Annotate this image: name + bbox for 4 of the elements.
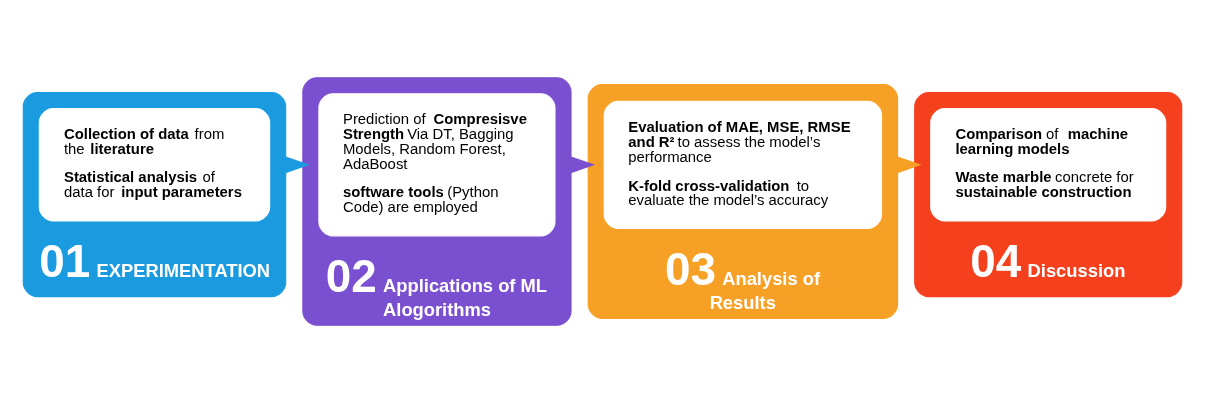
node-box: Evaluation of MAE, MSE, RMSE and R² to assess the model’s performance K-fold cross-validation to evaluate the model’s accuracy [603, 100, 883, 229]
node-box: Collection of data from the literature Statistical analysis of data for input parameters [38, 108, 271, 222]
node-box: Prediction of Compresisve Strength Via DT, Bagging Models, Random Forest, AdaBoost software tools (Python Code) are employed [318, 93, 556, 237]
node-box: Comparison of machine learning models Waste marble concrete for sustainable construction [930, 108, 1167, 222]
